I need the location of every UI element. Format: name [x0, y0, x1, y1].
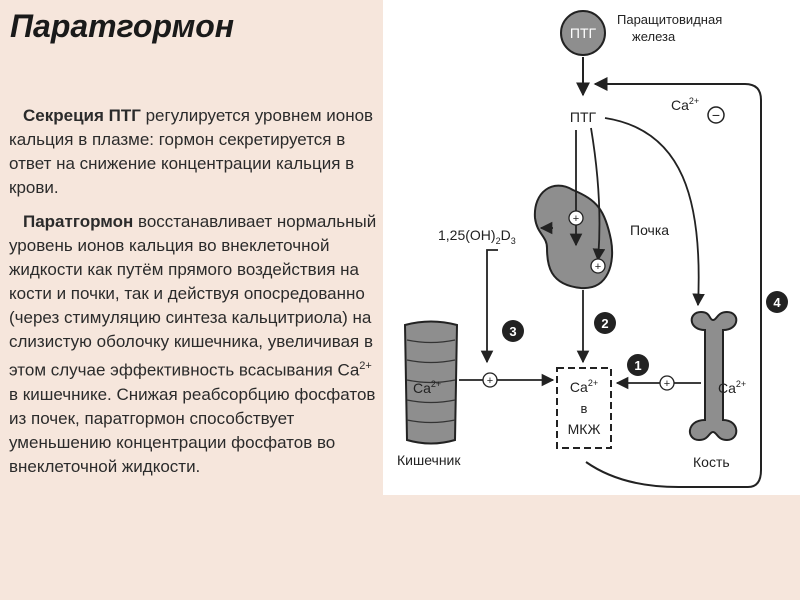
ecf-box: [556, 367, 612, 449]
arrow-calcitriol-to-intestine: [480, 249, 498, 364]
paragraph-text: восстанавливает нормальный уровень ионов…: [9, 212, 377, 380]
ptg-label: ПТГ: [570, 109, 597, 125]
step-4-badge: 4: [766, 291, 788, 313]
paragraph-secretion: Секреция ПТГ регулируется уровнем ионов …: [9, 104, 381, 200]
step-3-badge: 3: [502, 320, 524, 342]
ptg-circle-label: ПТГ: [570, 25, 597, 41]
paragraph-lead: Секреция ПТГ: [23, 106, 141, 125]
svg-text:+: +: [664, 378, 670, 390]
intestine-plus: +: [482, 372, 498, 388]
calcitriol-label: 1,25(OH)2D3: [438, 227, 516, 246]
paragraph-action: Паратгормон восстанавливает нормальный у…: [9, 210, 381, 479]
paragraph-text: регулируется уровнем ионов кальция в пла…: [9, 106, 374, 197]
bone-ca-label: Ca2+: [718, 379, 746, 396]
ptg-regulation-diagram: ПТГ Паращитовидная железа ПТГ Ca2+ − 4 П…: [383, 0, 800, 495]
svg-text:+: +: [573, 213, 579, 225]
svg-text:4: 4: [773, 295, 781, 310]
paragraph-lead: Паратгормон: [23, 212, 134, 231]
arrow-ptg-to-kidney-2: [590, 127, 606, 262]
svg-text:+: +: [487, 375, 493, 387]
svg-text:+: +: [595, 261, 601, 273]
svg-text:−: −: [712, 107, 720, 123]
arrow-ptg-to-bone: [604, 117, 705, 307]
bone-shape: [689, 310, 738, 442]
page-title: Паратгормон: [10, 8, 235, 44]
intestine-ca-label: Ca2+: [413, 379, 441, 396]
superscript: 2+: [359, 360, 372, 372]
inhibition-marker: −: [707, 106, 725, 124]
ca-feedback-label: Ca2+: [671, 96, 699, 113]
gland-label-line1: Паращитовидная: [617, 12, 722, 27]
kidney-label: Почка: [630, 222, 669, 238]
intestine-label: Кишечник: [397, 452, 461, 468]
svg-text:1: 1: [634, 358, 641, 373]
bone-label: Кость: [693, 454, 730, 470]
ecf-mkzh-label: МКЖ: [568, 421, 601, 437]
gland-label-line2: железа: [632, 29, 676, 44]
feedback-loop-arrow: [585, 77, 762, 489]
kidney-plus-2: +: [590, 258, 606, 274]
intestine-folds: [406, 339, 456, 424]
bone-plus: +: [659, 375, 675, 391]
svg-text:3: 3: [509, 324, 516, 339]
ecf-ca-label: Ca2+: [570, 378, 598, 395]
svg-text:2: 2: [601, 316, 608, 331]
step-1-badge: 1: [627, 354, 649, 376]
paragraph-text: в кишечнике. Снижая реабсорбцию фосфатов…: [9, 384, 376, 476]
step-2-badge: 2: [594, 312, 616, 334]
parathyroid-gland-node: ПТГ: [560, 10, 606, 56]
ecf-in-label: в: [581, 401, 588, 416]
kidney-plus-1: +: [568, 210, 584, 226]
